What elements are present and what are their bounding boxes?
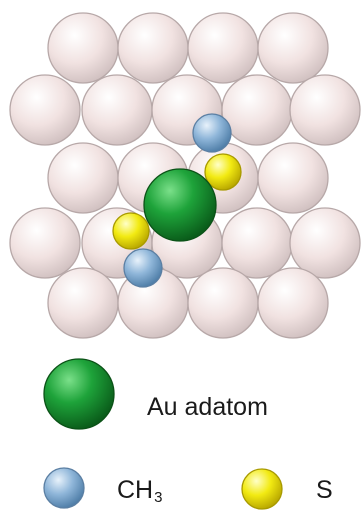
- surface-atom: [9, 74, 81, 146]
- surface-atom: [289, 207, 361, 279]
- legend-label-ch3-main: CH: [117, 476, 154, 504]
- legend-label-ch3-subscript: 3: [154, 489, 163, 506]
- surface-atom: [47, 12, 119, 84]
- ch3-group: [123, 248, 163, 288]
- au-adatom: [143, 168, 217, 242]
- legend-label-ch3: CH3: [117, 476, 163, 506]
- surface-atom: [257, 12, 329, 84]
- surface-atom: [257, 142, 329, 214]
- legend-symbol-s: [241, 468, 283, 510]
- legend-symbol-au-adatom: [43, 358, 115, 430]
- legend-label-au-adatom: Au adatom: [147, 393, 268, 421]
- legend-label-s: S: [316, 476, 333, 504]
- adsorbate-complex: [112, 113, 242, 288]
- legend-symbols: [43, 358, 283, 510]
- surface-atom: [221, 74, 293, 146]
- s-atom: [112, 212, 150, 250]
- surface-atom: [221, 207, 293, 279]
- surface-atom: [81, 74, 153, 146]
- surface-atom: [47, 267, 119, 339]
- surface-atom: [117, 12, 189, 84]
- surface-atom: [257, 267, 329, 339]
- surface-atom: [187, 267, 259, 339]
- gold-surface-lattice: [9, 12, 361, 339]
- s-atom: [204, 153, 242, 191]
- surface-atom: [187, 12, 259, 84]
- ch3-group: [192, 113, 232, 153]
- surface-atom: [47, 142, 119, 214]
- surface-atom: [289, 74, 361, 146]
- surface-atom: [9, 207, 81, 279]
- legend-symbol-ch3: [43, 467, 85, 509]
